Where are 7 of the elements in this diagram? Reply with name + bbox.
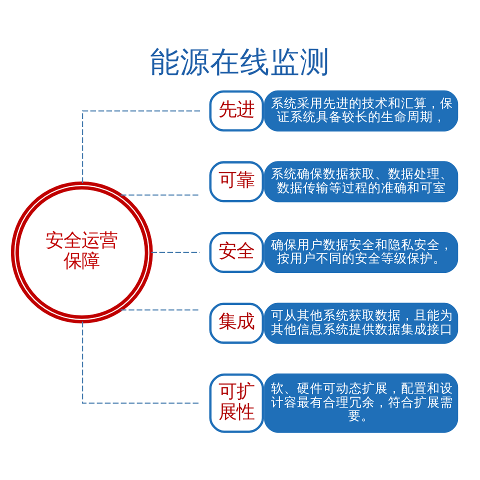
connector bbox=[82, 321, 200, 404]
connector bbox=[151, 251, 200, 253]
connector bbox=[120, 194, 200, 196]
connector bbox=[120, 308, 200, 310]
diagram-title: 能源在线监测 bbox=[150, 43, 330, 78]
node-circle: 安全运营保障 bbox=[10, 181, 153, 323]
connector bbox=[82, 110, 200, 182]
